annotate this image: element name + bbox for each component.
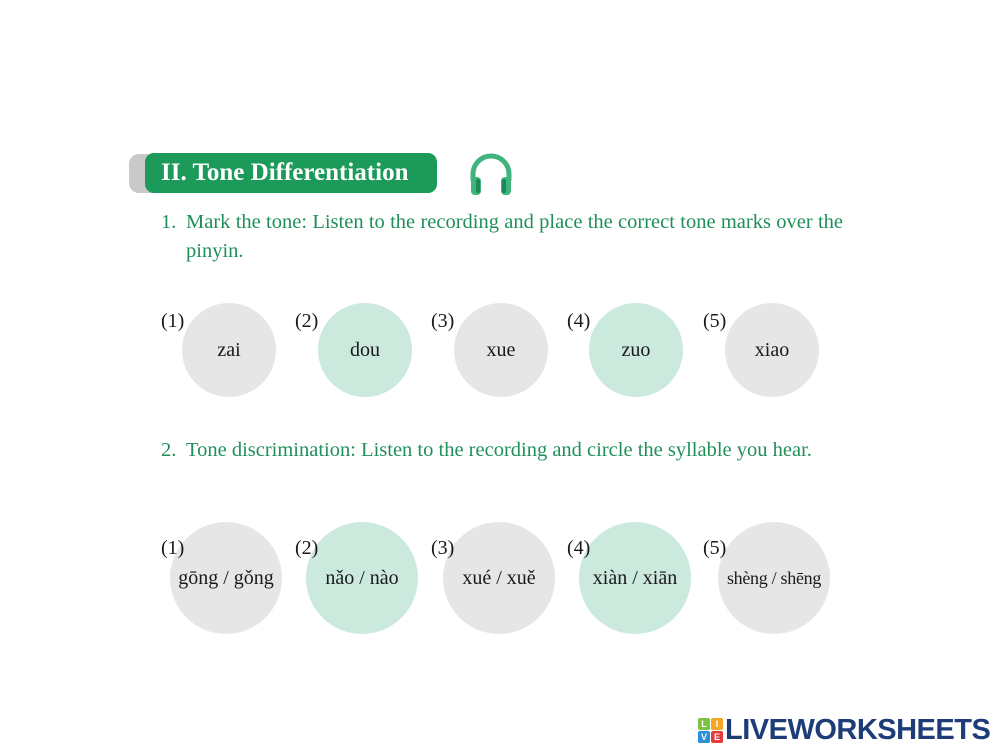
liveworksheets-logo-icon: L I V E: [698, 717, 723, 743]
item-number: (1): [161, 537, 185, 559]
logo-letter: E: [711, 730, 723, 743]
headphones-icon[interactable]: [466, 150, 516, 198]
item-number: (5): [703, 310, 727, 332]
syllable-choice-bubble[interactable]: xiàn / xiān: [579, 522, 691, 634]
syllable-choice-bubble[interactable]: gōng / gǒng: [170, 522, 282, 634]
item-number: (3): [431, 310, 455, 332]
section-title: II. Tone Differentiation: [145, 153, 437, 193]
item-number: (2): [295, 310, 319, 332]
pinyin-bubble[interactable]: zuo: [589, 303, 683, 397]
liveworksheets-brand[interactable]: L I V E LIVEWORKSHEETS: [698, 713, 991, 746]
pinyin-bubble[interactable]: xiao: [725, 303, 819, 397]
item-number: (5): [703, 537, 727, 559]
exercise2-instruction: 2. Tone discrimination: Listen to the re…: [161, 436, 843, 465]
syllable-choice-bubble[interactable]: nǎo / nào: [306, 522, 418, 634]
exercise2-instruction-text: Tone discrimination: Listen to the recor…: [186, 439, 812, 461]
item-number: (1): [161, 310, 185, 332]
logo-letter: I: [711, 717, 723, 730]
exercise1-instruction: 1. Mark the tone: Listen to the recordin…: [161, 208, 843, 266]
item-number: (2): [295, 537, 319, 559]
logo-letter: V: [698, 730, 710, 743]
brand-name: LIVEWORKSHEETS: [725, 713, 991, 746]
syllable-choice-bubble[interactable]: xué / xuě: [443, 522, 555, 634]
exercise1-number: 1.: [161, 211, 177, 233]
exercise1-instruction-text: Mark the tone: Listen to the recording a…: [186, 211, 843, 262]
syllable-choice-bubble[interactable]: shèng / shēng: [718, 522, 830, 634]
pinyin-bubble[interactable]: dou: [318, 303, 412, 397]
item-number: (3): [431, 537, 455, 559]
logo-letter: L: [698, 717, 710, 730]
item-number: (4): [567, 310, 591, 332]
exercise2-number: 2.: [161, 439, 177, 461]
pinyin-bubble[interactable]: zai: [182, 303, 276, 397]
item-number: (4): [567, 537, 591, 559]
pinyin-bubble[interactable]: xue: [454, 303, 548, 397]
